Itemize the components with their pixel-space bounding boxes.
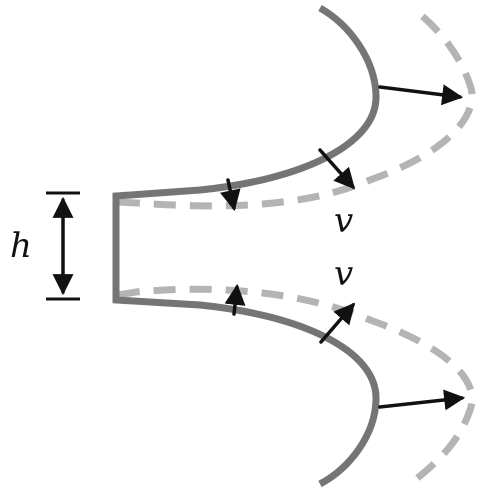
velocity-label-lower: v: [334, 254, 353, 294]
arrow-lower-right: [378, 389, 466, 411]
arrow-upper-diagonal: [318, 148, 356, 190]
velocity-label-upper: v: [334, 201, 353, 241]
arrow-upper-inner: [219, 178, 241, 212]
arrow-upper-right: [378, 84, 464, 106]
arrow-lower-inner: [224, 283, 246, 316]
height-label: h: [10, 226, 32, 266]
displaced-upper-curve: [117, 7, 476, 210]
original-profile: [112, 4, 380, 488]
arrow-lower-diagonal: [319, 302, 356, 344]
displaced-lower-curve: [117, 285, 476, 483]
